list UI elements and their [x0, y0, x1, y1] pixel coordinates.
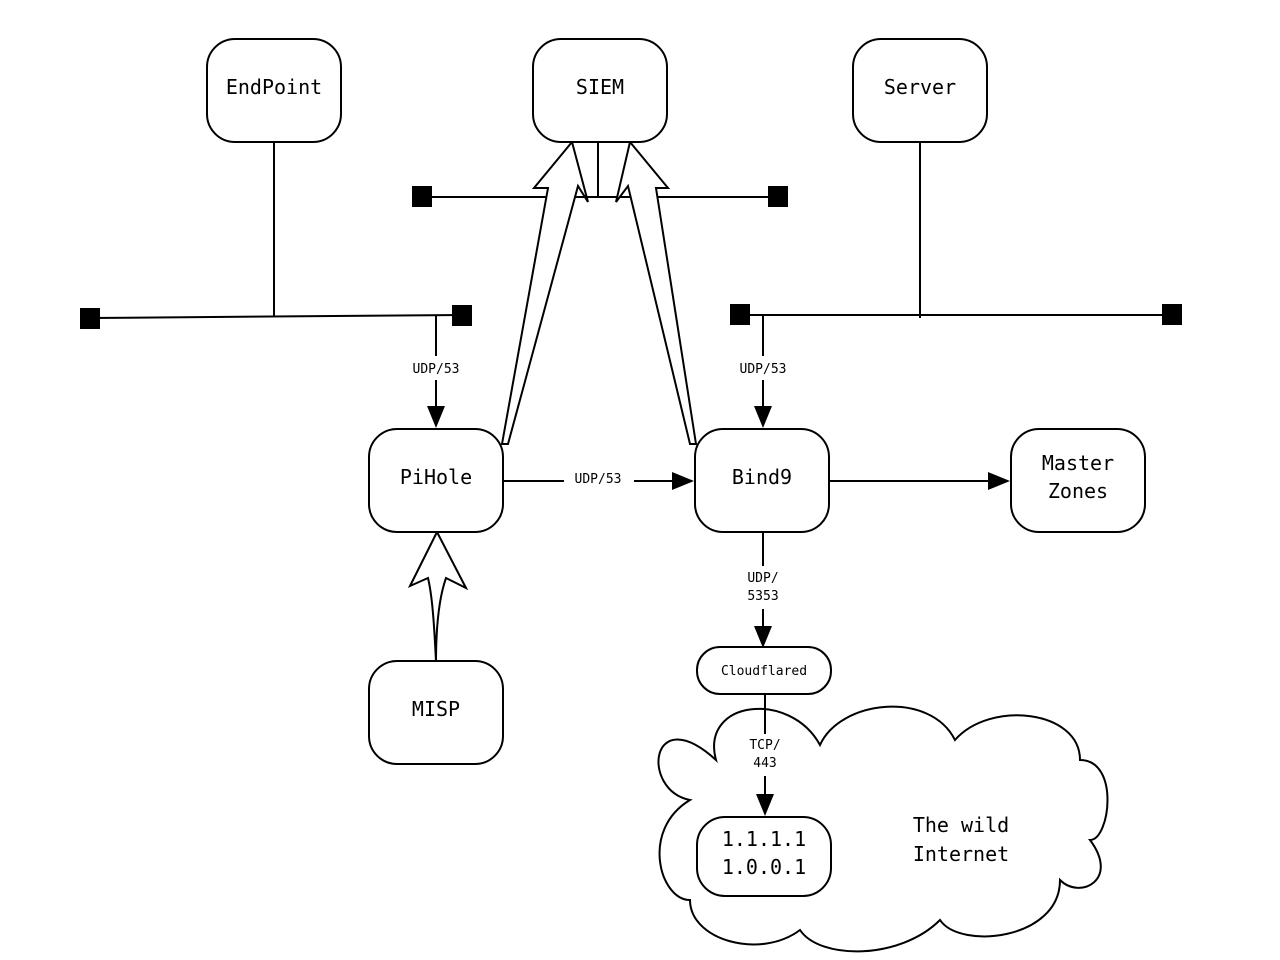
node-pihole-label: PiHole — [400, 465, 472, 489]
lan-terminator — [768, 186, 788, 207]
edge-label-lan-to-bind9: UDP/53 — [740, 362, 787, 377]
internet-label: The wild — [913, 813, 1009, 837]
node-misp-label: MISP — [412, 697, 460, 721]
node-pihole[interactable]: PiHole — [368, 428, 504, 533]
edge-label-lan-to-pihole: UDP/53 — [413, 362, 460, 377]
lan-terminator — [80, 308, 100, 329]
node-misp[interactable]: MISP — [368, 660, 504, 765]
lan-segment-left — [89, 314, 463, 319]
edge-label-bind9-to-cloudflared: 5353 — [747, 589, 778, 604]
node-resolver-label: 1.1.1.1 — [722, 827, 806, 851]
arrowhead-icon — [988, 472, 1010, 490]
lan-terminator — [452, 305, 472, 326]
node-siem-label: SIEM — [576, 75, 624, 99]
lan-terminator — [1162, 304, 1182, 325]
node-resolver-label: 1.0.0.1 — [722, 855, 806, 879]
edge-label-bind9-to-cloudflared: UDP/ — [747, 571, 778, 586]
node-endpoint[interactable]: EndPoint — [206, 38, 342, 143]
arrowhead-icon — [756, 794, 774, 816]
node-bind9[interactable]: Bind9 — [694, 428, 830, 533]
node-server-label: Server — [884, 75, 956, 99]
arrowhead-icon — [754, 626, 772, 648]
misp-to-pihole-flow-arrow — [407, 529, 469, 663]
node-cloudflared[interactable]: Cloudflared — [696, 646, 832, 695]
node-bind9-label: Bind9 — [732, 465, 792, 489]
lan-terminator — [730, 304, 750, 325]
node-master-zones-label: Zones — [1048, 479, 1108, 503]
node-server[interactable]: Server — [852, 38, 988, 143]
internet-label: Internet — [913, 842, 1009, 866]
bind9-to-siem-flow-arrow — [615, 139, 698, 445]
node-siem[interactable]: SIEM — [532, 38, 668, 143]
pihole-to-siem-flow-arrow — [500, 139, 589, 445]
node-master-zones-label: Master — [1042, 451, 1114, 475]
arrowhead-icon — [672, 472, 694, 490]
arrowhead-icon — [427, 406, 445, 428]
node-master-zones[interactable]: Master Zones — [1010, 428, 1146, 533]
arrowhead-icon — [754, 406, 772, 428]
node-cloudflare-resolvers[interactable]: 1.1.1.1 1.0.0.1 — [696, 816, 832, 897]
node-cloudflared-label: Cloudflared — [721, 664, 807, 679]
lan-terminator — [412, 186, 432, 207]
edge-label-cloudflared-to-resolver: 443 — [753, 756, 776, 771]
node-endpoint-label: EndPoint — [226, 75, 322, 99]
edge-label-pihole-to-bind9: UDP/53 — [575, 472, 622, 487]
edge-label-cloudflared-to-resolver: TCP/ — [749, 738, 780, 753]
